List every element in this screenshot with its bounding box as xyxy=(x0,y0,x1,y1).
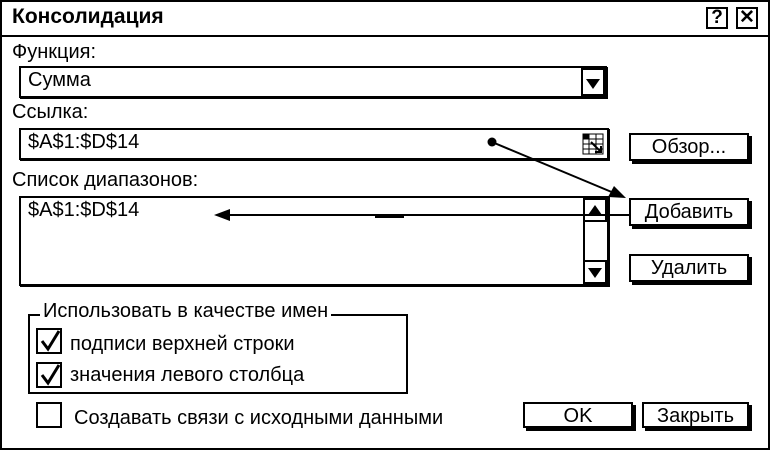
reference-label: Ссылка: xyxy=(12,101,89,123)
ok-button[interactable]: OK xyxy=(523,402,633,428)
scrollbar-track[interactable] xyxy=(583,220,607,262)
function-select[interactable]: Сумма xyxy=(19,66,607,98)
function-label: Функция: xyxy=(12,41,97,63)
browse-button[interactable]: Обзор... xyxy=(629,133,749,161)
scroll-down-button[interactable] xyxy=(583,260,607,284)
help-button[interactable]: ? xyxy=(706,7,728,29)
create-links-checkbox[interactable] xyxy=(36,402,62,428)
top-row-label[interactable]: подписи верхней строки xyxy=(70,333,295,355)
chevron-down-icon xyxy=(586,79,600,89)
delete-button[interactable]: Удалить xyxy=(629,254,749,282)
left-column-checkbox[interactable] xyxy=(36,362,62,388)
use-labels-legend: Использовать в качестве имен xyxy=(40,300,332,323)
ranges-list[interactable]: $A$1:$D$14 xyxy=(19,196,609,286)
reference-input[interactable]: $A$1:$D$14 xyxy=(19,128,609,160)
title-bar[interactable]: Консолидация ? ✕ xyxy=(2,2,768,37)
checkmark-icon xyxy=(40,330,61,352)
create-links-label[interactable]: Создавать связи с исходными данными xyxy=(74,407,444,429)
scroll-up-button[interactable] xyxy=(583,198,607,222)
chevron-down-icon xyxy=(588,268,602,278)
left-column-label[interactable]: значения левого столбца xyxy=(70,364,305,386)
close-button[interactable]: Закрыть xyxy=(642,402,749,428)
collapse-dialog-icon[interactable] xyxy=(582,133,604,155)
reference-value: $A$1:$D$14 xyxy=(28,131,140,153)
checkmark-icon xyxy=(40,364,61,386)
chevron-up-icon xyxy=(588,205,602,215)
function-value: Сумма xyxy=(28,69,91,91)
ranges-list-item[interactable]: $A$1:$D$14 xyxy=(28,199,140,221)
add-button[interactable]: Добавить xyxy=(629,198,749,226)
close-icon[interactable]: ✕ xyxy=(736,7,758,29)
ranges-label: Список диапазонов: xyxy=(12,169,199,191)
dialog-title: Консолидация xyxy=(12,5,164,28)
function-dropdown-button[interactable] xyxy=(581,68,605,96)
top-row-checkbox[interactable] xyxy=(36,328,62,354)
